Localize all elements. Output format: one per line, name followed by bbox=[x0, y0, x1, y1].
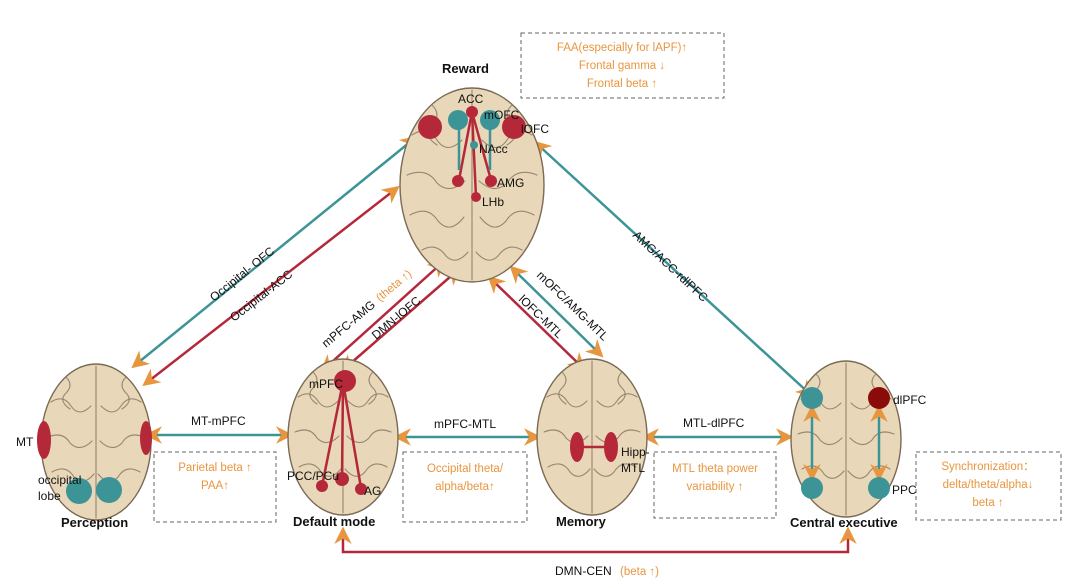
edge-mpfc-amg bbox=[320, 259, 446, 373]
label-mofc: mOFC bbox=[484, 108, 520, 122]
default-mode-regions bbox=[316, 370, 367, 495]
box-default-mode-line-2: alpha/beta↑ bbox=[435, 481, 494, 493]
label-pcc-pcu: PCC/PCu bbox=[287, 469, 339, 483]
box-default-mode: Occipital theta/ alpha/beta↑ bbox=[402, 451, 528, 523]
box-central-executive-line-1: Synchronization： bbox=[941, 461, 1034, 473]
occipital-right-dot bbox=[96, 477, 122, 503]
box-memory: MTL theta power variability ↑ bbox=[653, 451, 777, 519]
label-lhb: LHb bbox=[482, 195, 504, 209]
hipp-left-dot bbox=[570, 432, 584, 462]
occipital-left-dot bbox=[66, 478, 92, 504]
nacc-dot bbox=[470, 141, 478, 149]
label-amg: AMG bbox=[497, 176, 524, 190]
edge-amg-acc-rdlpfc bbox=[533, 140, 814, 398]
label-nacc: NAcc bbox=[479, 142, 508, 156]
reward-regions bbox=[418, 106, 526, 202]
memory-regions bbox=[570, 432, 618, 462]
amg-right-dot bbox=[485, 175, 497, 187]
box-perception-line-1: Parietal beta ↑ bbox=[178, 462, 252, 474]
label-ppc: PPC bbox=[892, 483, 917, 497]
edge-dmn-cen bbox=[334, 526, 857, 554]
edge-label-mpfc-mtl: mPFC-MTL bbox=[434, 417, 496, 431]
title-central-executive: Central executive bbox=[790, 515, 898, 530]
ag-right-dot bbox=[355, 483, 367, 495]
box-perception-line-2: PAA↑ bbox=[201, 480, 229, 492]
label-lofc: lOFC bbox=[521, 122, 549, 136]
edge-label-amg-acc-rdlpfc: AMG/ACC-rdlPFC bbox=[630, 228, 711, 305]
perception-regions bbox=[37, 421, 152, 504]
lofc-left-dot bbox=[418, 115, 442, 139]
amg-left-dot bbox=[452, 175, 464, 187]
hipp-right-dot bbox=[604, 432, 618, 462]
box-central-executive: Synchronization： delta/theta/alpha↓ beta… bbox=[915, 451, 1062, 521]
label-mpfc: mPFC bbox=[309, 377, 343, 391]
acc-dot bbox=[466, 106, 478, 118]
mt-right-dot bbox=[140, 421, 152, 455]
box-reward-line-2: Frontal gamma ↓ bbox=[579, 60, 665, 72]
lofc-right-dot bbox=[502, 115, 526, 139]
label-ag: AG bbox=[364, 484, 381, 498]
title-perception: Perception bbox=[61, 515, 128, 530]
ag-left-dot bbox=[316, 480, 328, 492]
lhb-dot bbox=[471, 192, 481, 202]
box-memory-line-2: variability ↑ bbox=[687, 481, 744, 493]
dlpfc-left-dot bbox=[801, 387, 823, 409]
box-memory-line-1: MTL theta power bbox=[672, 463, 758, 475]
mt-left-dot bbox=[37, 421, 51, 459]
mofc-left-dot bbox=[448, 110, 468, 130]
box-central-executive-line-2: delta/theta/alpha↓ bbox=[943, 479, 1034, 491]
connections bbox=[131, 135, 857, 554]
box-reward-line-3: Frontal beta ↑ bbox=[587, 78, 657, 90]
box-default-mode-line-1: Occipital theta/ bbox=[427, 463, 504, 475]
ppc-left-dot bbox=[801, 477, 823, 499]
edge-label-dmn-cen-note: (beta ↑) bbox=[620, 566, 659, 578]
brain-memory bbox=[536, 358, 648, 516]
mofc-right-dot bbox=[480, 110, 500, 130]
edge-label-dmn-lofc: DMN-lOFC bbox=[369, 293, 424, 342]
edge-label-mt-mpfc: MT-mPFC bbox=[191, 414, 246, 428]
title-memory: Memory bbox=[556, 514, 607, 529]
dlpfc-right-dot bbox=[868, 387, 890, 409]
box-central-executive-line-3: beta ↑ bbox=[972, 497, 1003, 509]
edge-label-mpfc-amg: mPFC-AMG bbox=[319, 298, 378, 351]
label-dlpfc: dlPFC bbox=[893, 393, 927, 407]
edge-dmn-lofc bbox=[340, 267, 461, 373]
pcc-pcu-dot bbox=[335, 472, 349, 486]
title-default-mode: Default mode bbox=[293, 514, 375, 529]
edge-label-dmn-cen: DMN-CEN bbox=[555, 564, 612, 578]
label-hipp: Hipp- bbox=[621, 445, 650, 459]
label-mt: MT bbox=[16, 435, 34, 449]
mpfc-dot bbox=[334, 370, 356, 392]
label-lobe: lobe bbox=[38, 489, 61, 503]
title-reward: Reward bbox=[442, 61, 489, 76]
edge-occipital-acc bbox=[142, 185, 400, 387]
box-reward: FAA(especially for lAPF)↑ Frontal gamma … bbox=[520, 32, 725, 99]
edge-label-mtl-dlpfc: MTL-dlPFC bbox=[683, 416, 745, 430]
ppc-right-dot bbox=[868, 477, 890, 499]
label-mtl: MTL bbox=[621, 461, 645, 475]
central-executive-regions bbox=[801, 387, 890, 499]
label-occipital: occipital bbox=[38, 473, 81, 487]
label-acc: ACC bbox=[458, 92, 484, 106]
box-perception: Parietal beta ↑ PAA↑ bbox=[153, 451, 277, 523]
box-reward-line-1: FAA(especially for lAPF)↑ bbox=[557, 42, 687, 54]
